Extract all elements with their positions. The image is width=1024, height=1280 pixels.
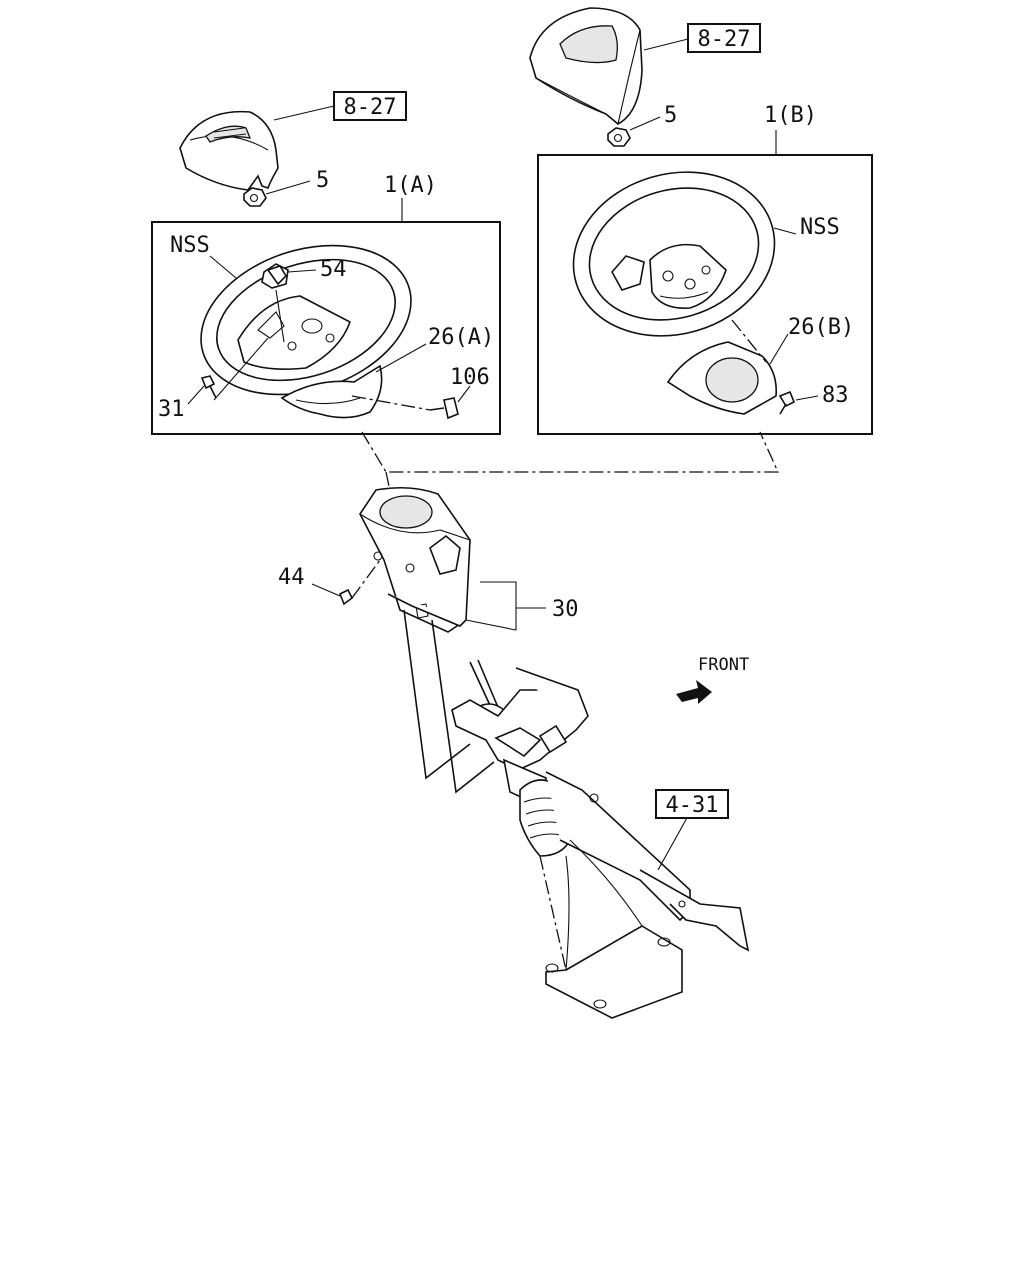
dash-to-shroud — [385, 471, 397, 521]
leader-nut-b — [629, 116, 661, 131]
dash-44 — [351, 559, 381, 599]
projection-right — [431, 619, 495, 794]
leader-nss-a — [209, 255, 237, 279]
dash-106 — [351, 395, 431, 411]
label-wheel-a: 1(A) — [384, 173, 437, 198]
label-30: 30 — [552, 597, 579, 622]
label-54: 54 — [320, 257, 347, 282]
frame-wheel-b — [537, 154, 873, 435]
dash-connector — [361, 431, 780, 473]
bracket-30 — [465, 581, 517, 631]
ref-box-column: 4-31 — [655, 789, 729, 819]
leader-cover-b — [643, 38, 689, 51]
label-31: 31 — [158, 397, 185, 422]
leader-cover-a — [273, 105, 335, 121]
column-cover-26a — [280, 364, 383, 419]
leader-nut-a — [265, 180, 311, 195]
leader-83 — [795, 395, 819, 401]
label-nut-b: 5 — [664, 103, 677, 128]
label-106: 106 — [450, 365, 490, 390]
leader-31-link — [213, 337, 269, 401]
projection-left — [403, 609, 471, 780]
leader-26a — [375, 343, 427, 373]
leader-nss-b — [773, 227, 797, 235]
label-83: 83 — [822, 383, 849, 408]
steering-wheel-b — [572, 171, 776, 337]
column-cover-26b — [666, 341, 778, 415]
label-44: 44 — [278, 565, 305, 590]
ref-box-cover-b: 8-27 — [687, 23, 761, 53]
steering-wheel-a — [200, 244, 412, 396]
horn-cover-a — [179, 110, 279, 191]
leader-31 — [187, 385, 205, 405]
clip-54 — [266, 265, 288, 286]
leader-106 — [457, 385, 471, 403]
column-shroud-30 — [359, 486, 471, 633]
screw-31 — [200, 375, 217, 399]
leader-26b — [769, 333, 789, 365]
ref-label-cover-a: 8-27 — [344, 95, 397, 120]
leader-44 — [311, 583, 341, 597]
bolt-106 — [429, 397, 459, 420]
leader-54 — [287, 269, 317, 273]
front-label: FRONT — [698, 655, 749, 675]
label-26a: 26(A) — [428, 325, 494, 350]
dash-26b — [731, 319, 767, 363]
frame-wheel-a — [151, 221, 501, 435]
screw-44 — [338, 588, 354, 606]
ref-label-cover-b: 8-27 — [698, 27, 751, 52]
horn-cover-b — [529, 7, 643, 125]
steering-column — [451, 659, 750, 1019]
ref-box-cover-a: 8-27 — [333, 91, 407, 121]
label-26b: 26(B) — [788, 315, 854, 340]
label-nss-b: NSS — [800, 215, 840, 240]
ref-label-column: 4-31 — [666, 793, 719, 818]
nut-b — [607, 127, 631, 147]
nut-a — [243, 187, 267, 207]
label-nut-a: 5 — [316, 168, 329, 193]
screw-83 — [778, 390, 796, 415]
front-arrow-icon — [676, 680, 712, 704]
leader-column-ref — [657, 815, 689, 871]
label-wheel-b: 1(B) — [764, 103, 817, 128]
label-nss-a: NSS — [170, 233, 210, 258]
